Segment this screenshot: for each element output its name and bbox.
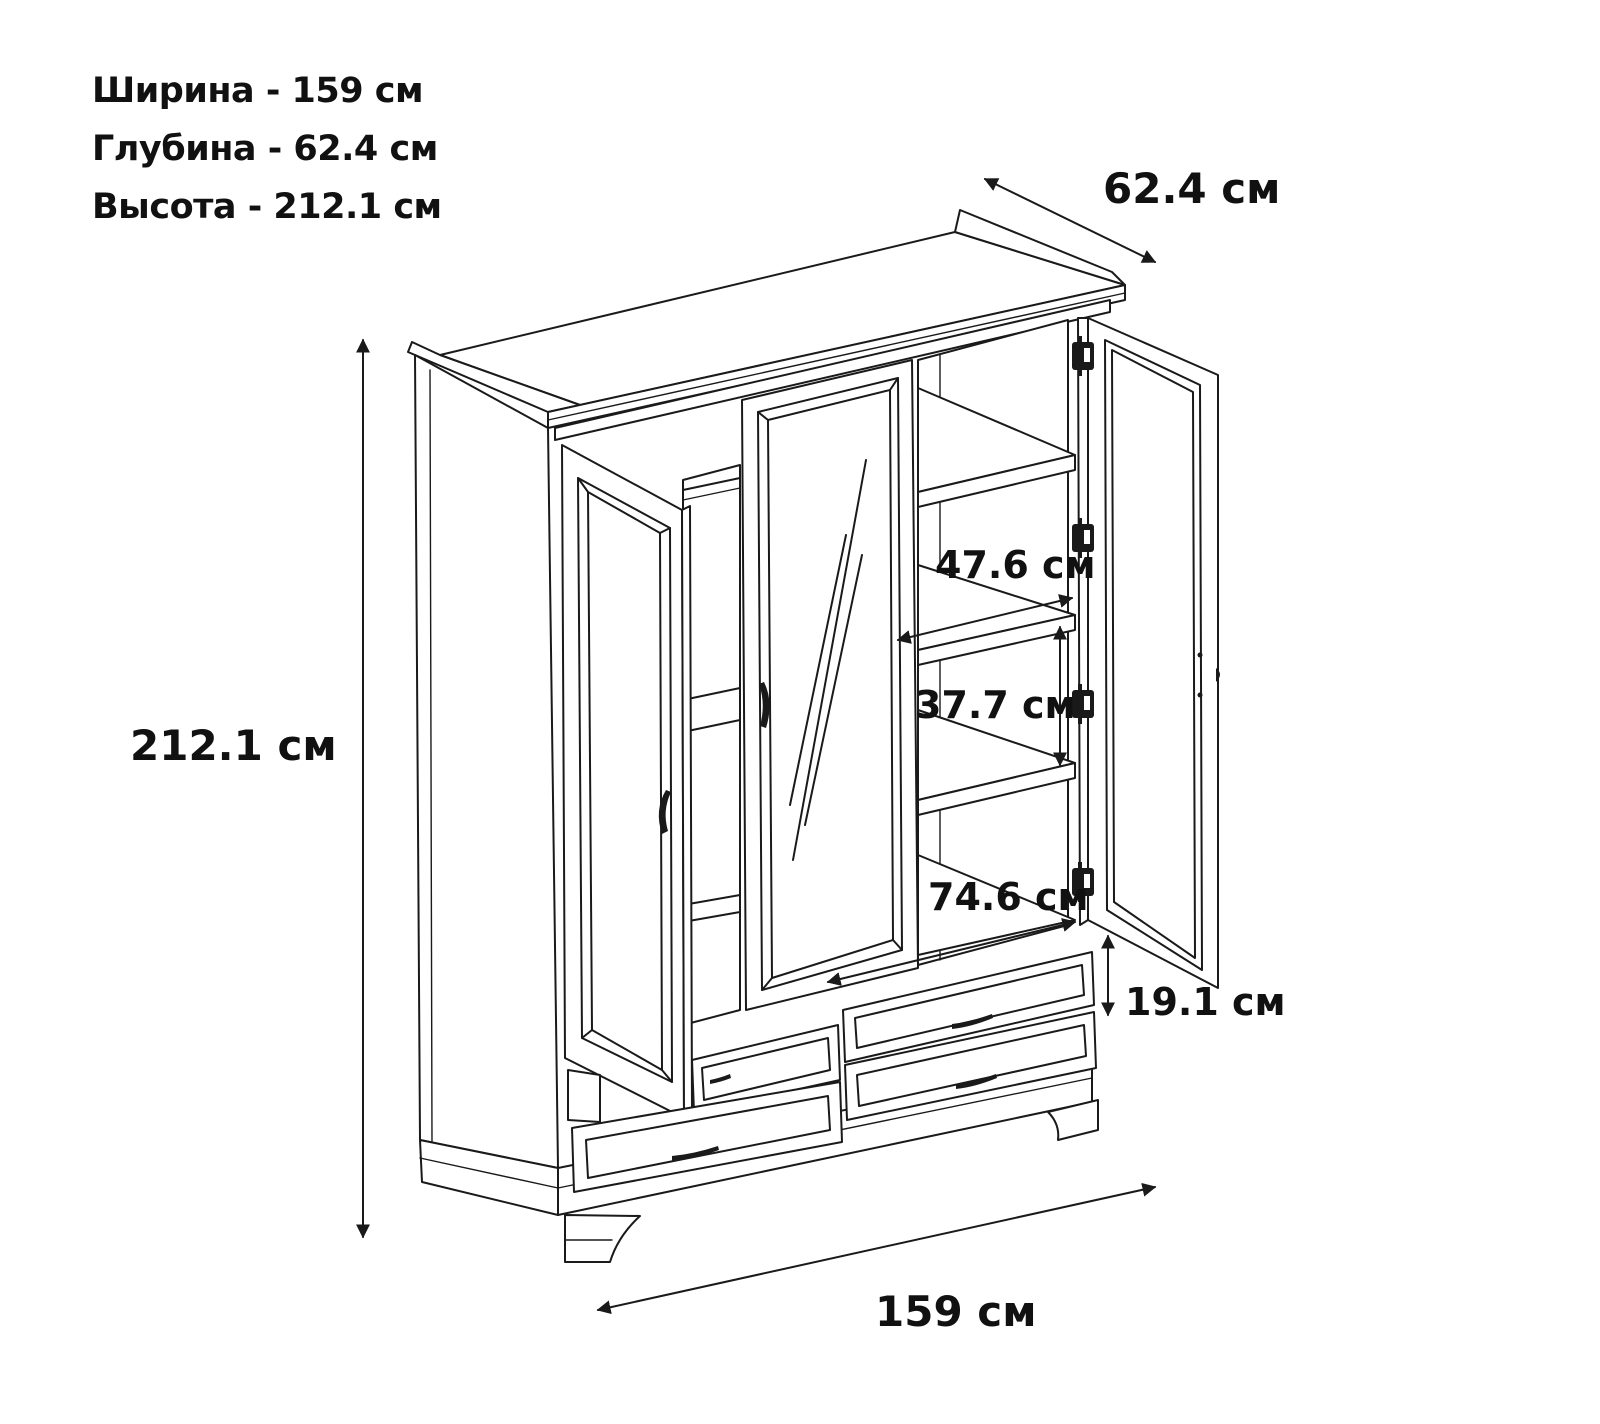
hinge-icon [1072, 518, 1094, 558]
drawer [844, 1011, 1097, 1121]
dimension-lines [356, 178, 1157, 1315]
hinge-icon [1072, 684, 1094, 724]
hinge-icon [1072, 336, 1094, 376]
width-dimension-line [596, 1182, 1157, 1315]
drawer [571, 1081, 843, 1193]
shelf-spacing-label: 37.7 см [915, 683, 1076, 727]
height-label: 212.1 см [130, 721, 337, 770]
drawer [691, 1024, 841, 1113]
drawer-height-label: 19.1 см [1125, 980, 1286, 1024]
section-width-label: 74.6 см [928, 875, 1089, 919]
mirror-reflection [789, 459, 867, 861]
depth-dimension-line [983, 178, 1157, 263]
width-label: 159 см [875, 1287, 1037, 1336]
shelf-middle [917, 709, 1076, 816]
dimension-labels: 62.4 см 212.1 см 159 см 47.6 см 37.7 см … [130, 164, 1286, 1336]
center-door-handle [759, 682, 770, 728]
center-mirror-door [741, 359, 919, 1011]
section-width-dimension-line [826, 918, 1077, 986]
right-door-knob [1216, 668, 1220, 682]
door-hinges [1072, 336, 1094, 902]
spec-width: Ширина - 159 см [92, 71, 424, 111]
spec-list: Ширина - 159 см Глубина - 62.4 см Высота… [92, 62, 442, 236]
spec-height: Высота - 212.1 см [92, 187, 442, 227]
shelf-top [917, 387, 1076, 508]
left-open-door [561, 444, 693, 1119]
hinge-icon [1072, 862, 1094, 902]
wardrobe-left-side [414, 354, 559, 1169]
shelf-depth-label: 47.6 см [935, 543, 1096, 587]
shelf-depth-dimension-line [896, 594, 1074, 644]
wardrobe-drawing [407, 209, 1220, 1263]
left-door-handle [658, 790, 671, 834]
depth-label: 62.4 см [1103, 164, 1280, 213]
spec-depth: Глубина - 62.4 см [92, 129, 438, 169]
right-open-door [1077, 317, 1220, 989]
